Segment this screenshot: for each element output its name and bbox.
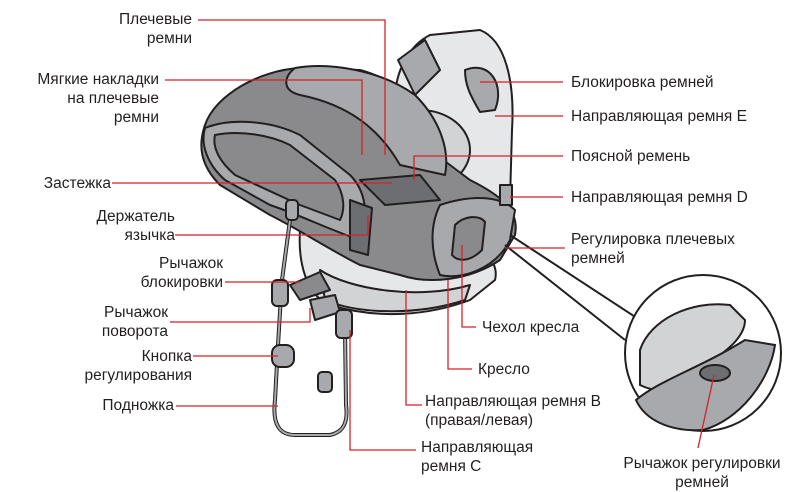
label-shoulder-pads-line2: на плечевые	[37, 89, 159, 108]
label-shoulder-pads-line3: ремни	[37, 108, 159, 127]
footrest-clip-right	[318, 372, 332, 392]
tongue-holder	[350, 200, 372, 255]
label-shoulder-adjust-line2: ремней	[571, 249, 735, 268]
label-strap-guide-e: Направляющая ремня E	[571, 107, 747, 126]
label-strap-guide-d-line1: Направляющая ремня D	[571, 188, 748, 207]
label-strap-lock-line1: Блокировка ремней	[571, 73, 714, 92]
strap-guide-d	[500, 185, 512, 205]
label-shoulder-straps: Плечевые ремни	[119, 10, 192, 48]
label-shoulder-pads: Мягкие накладки на плечевые ремни	[37, 70, 159, 127]
label-lock-lever-line2: блокировки	[141, 273, 223, 292]
label-strap-guide-d: Направляющая ремня D	[571, 188, 748, 207]
label-lock-lever-line1: Рычажок	[141, 254, 223, 273]
car-seat-illustration	[201, 30, 515, 435]
label-tongue-holder-line2: язычка	[96, 226, 175, 245]
label-lock-lever: Рычажок блокировки	[141, 254, 223, 292]
label-adjust-lever-line2: ремней	[612, 473, 792, 492]
label-rotation-lever-line2: поворота	[102, 322, 168, 341]
label-footrest-line1: Подножка	[102, 396, 174, 415]
footrest-top-clip	[286, 200, 298, 220]
label-tongue-holder-line1: Держатель	[96, 207, 175, 226]
label-seat-line1: Кресло	[478, 360, 530, 379]
label-shoulder-straps-line2: ремни	[119, 29, 192, 48]
leader-rotation-lever	[170, 308, 310, 322]
label-adjust-button-line1: Кнопка	[84, 347, 192, 366]
label-seat-cover-line1: Чехол кресла	[482, 318, 579, 337]
label-shoulder-adjust: Регулировка плечевых ремней	[571, 230, 735, 268]
label-tongue-holder: Держатель язычка	[96, 207, 175, 245]
label-footrest: Подножка	[102, 396, 174, 415]
label-adjust-lever-line1: Рычажок регулировки	[612, 454, 792, 473]
label-seat: Кресло	[478, 360, 530, 379]
label-lap-belt: Поясной ремень	[571, 147, 690, 166]
label-seat-cover: Чехол кресла	[482, 318, 579, 337]
label-buckle-line1: Застежка	[44, 174, 111, 193]
label-strap-lock: Блокировка ремней	[571, 73, 714, 92]
label-strap-guide-b-line2: (правая/левая)	[425, 411, 601, 430]
label-buckle: Застежка	[44, 174, 111, 193]
label-strap-guide-b: Направляющая ремня B (правая/левая)	[425, 392, 601, 430]
label-strap-guide-b-line1: Направляющая ремня B	[425, 392, 601, 411]
label-strap-guide-e-line1: Направляющая ремня E	[571, 107, 747, 126]
label-strap-guide-c: Направляющая ремня C	[421, 438, 533, 476]
label-rotation-lever: Рычажок поворота	[102, 303, 168, 341]
label-shoulder-adjust-line1: Регулировка плечевых	[571, 230, 735, 249]
label-lap-belt-line1: Поясной ремень	[571, 147, 690, 166]
label-shoulder-pads-line1: Мягкие накладки	[37, 70, 159, 89]
detail-lever	[700, 365, 730, 381]
label-adjust-button-line2: регулирования	[84, 366, 192, 385]
label-rotation-lever-line1: Рычажок	[102, 303, 168, 322]
label-strap-guide-c-line1: Направляющая	[421, 438, 533, 457]
label-adjust-button: Кнопка регулирования	[84, 347, 192, 385]
label-strap-guide-c-line2: ремня C	[421, 457, 533, 476]
footrest-joint-left	[272, 280, 288, 306]
label-shoulder-straps-line1: Плечевые	[119, 10, 192, 29]
label-adjust-lever: Рычажок регулировки ремней	[612, 454, 792, 492]
